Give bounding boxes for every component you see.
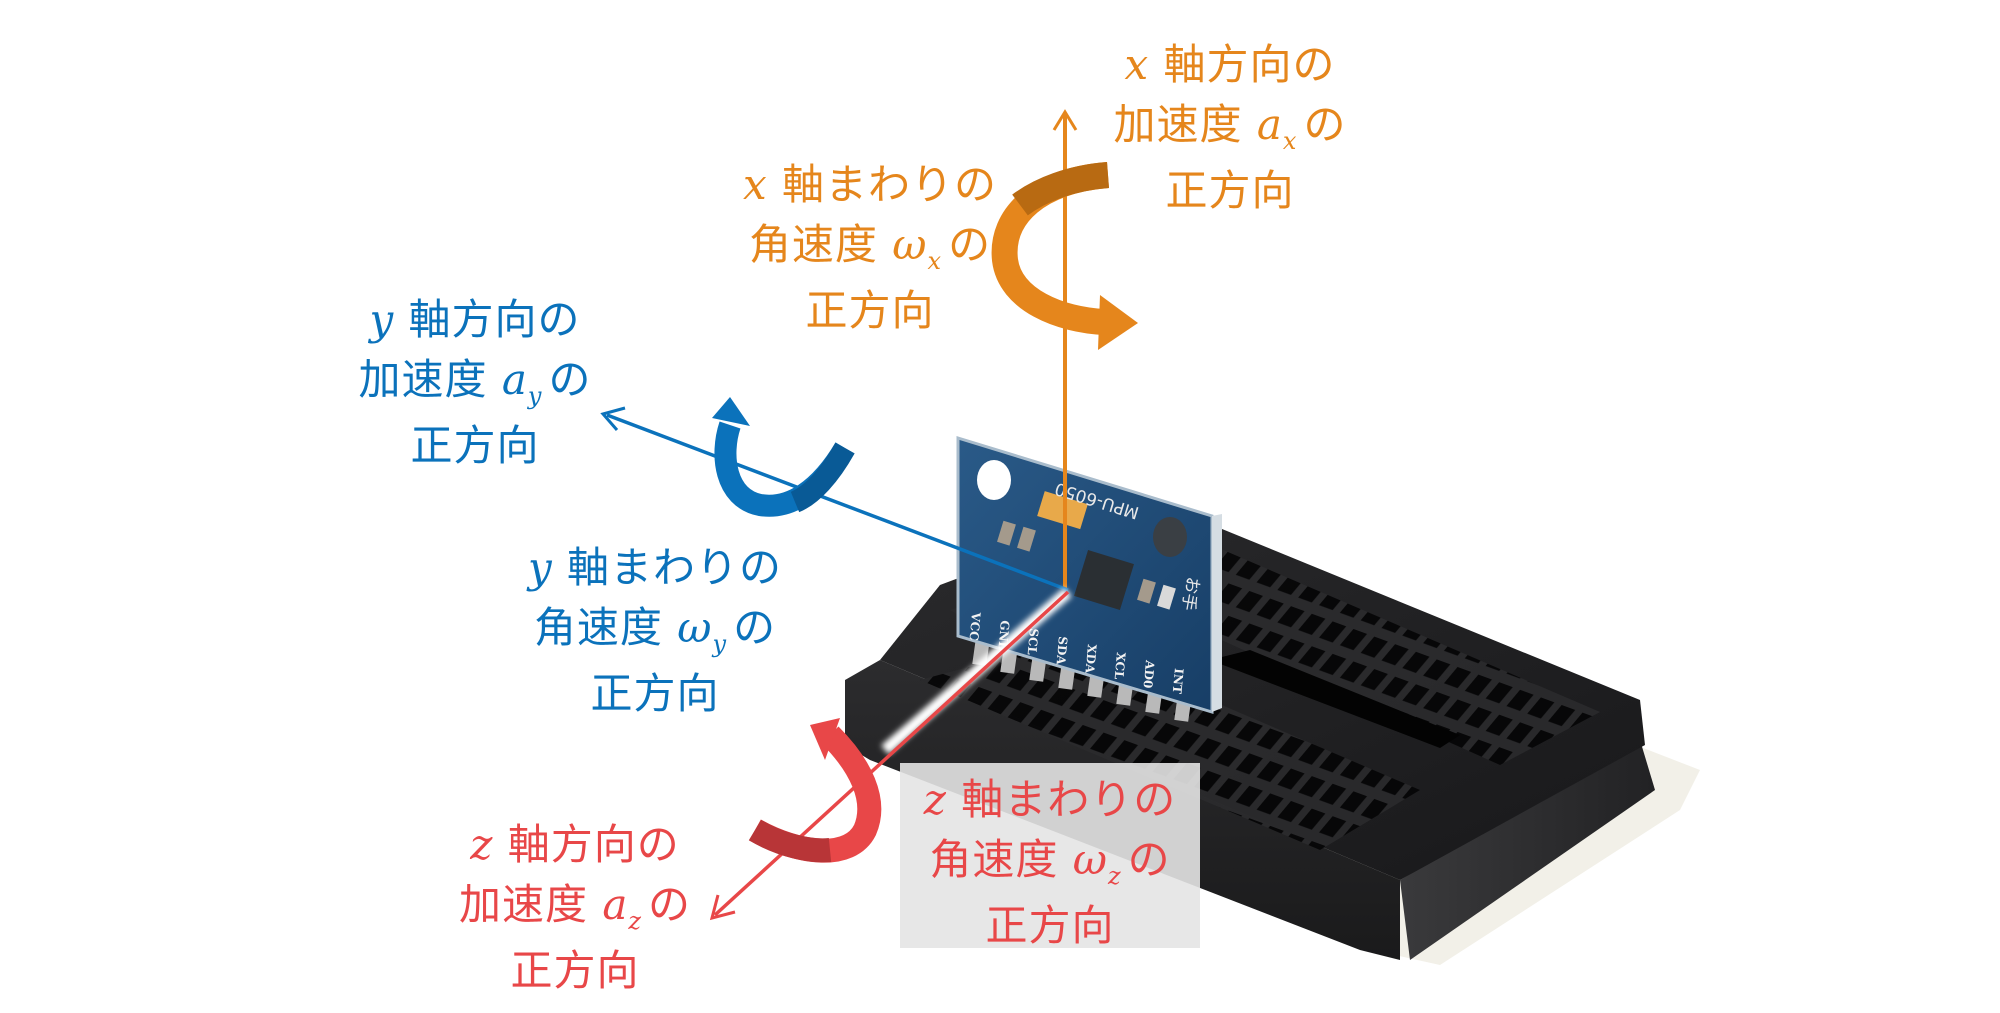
pcb-edge	[1212, 514, 1222, 712]
x-rotation-arrow-icon	[991, 162, 1138, 350]
label-text: 角速度	[748, 220, 878, 269]
breadboard-holes-upper	[1110, 540, 1600, 765]
label-text: 加速度	[1113, 100, 1243, 149]
z-gyro-label-background	[900, 763, 1200, 948]
pin-label-ad0: AD0	[1141, 659, 1157, 689]
label-text: 正方向	[590, 669, 720, 718]
var-symbol: ω	[892, 220, 928, 269]
label-text: 軸方向の	[1163, 40, 1336, 89]
label-text: 正方向	[985, 901, 1115, 950]
capacitor-orange	[1037, 491, 1088, 530]
label-text: の	[648, 880, 692, 929]
label-text: 軸まわりの	[567, 543, 783, 592]
x-symbol: x	[742, 160, 768, 209]
var-subscript: x	[927, 247, 943, 275]
z-rotation-arrow-icon	[748, 718, 882, 863]
var-subscript: z	[628, 907, 643, 935]
pin-label-scl: SCL	[1025, 628, 1041, 656]
z-symbol: z	[470, 820, 494, 869]
y-symbol: y	[527, 543, 553, 592]
var-symbol: ω	[677, 603, 713, 652]
label-text: の	[733, 603, 777, 652]
var-subscript: x	[1282, 127, 1298, 155]
label-text: の	[548, 355, 592, 404]
var-subscript: y	[712, 630, 728, 658]
label-text: の	[948, 220, 992, 269]
label-text: の	[1127, 835, 1171, 884]
label-text: 角速度	[929, 835, 1059, 884]
label-text: 角速度	[533, 603, 663, 652]
breadboard-holes-lower	[920, 640, 1420, 850]
pin-label-vcc: VCC	[967, 611, 984, 642]
pin-label-xcl: XCL	[1112, 652, 1128, 681]
label-text: の	[1303, 100, 1347, 149]
y-axis-arrowhead-icon	[600, 406, 626, 431]
label-text: 軸方向の	[408, 295, 581, 344]
smd-part	[997, 520, 1016, 546]
label-text: 正方向	[410, 421, 540, 470]
smd-part	[1017, 526, 1036, 552]
label-text: 正方向	[805, 286, 935, 335]
mounting-hole-right	[1153, 517, 1187, 557]
pin-label-int: INT	[1170, 668, 1186, 695]
z-axis-arrowhead-icon	[709, 894, 736, 921]
y-symbol: y	[369, 295, 395, 344]
pin-labels: VCC GND SCL SDA XDA XCL AD0 INT	[967, 611, 1186, 695]
z-axis	[709, 587, 1072, 921]
var-symbol: a	[602, 880, 629, 929]
var-subscript: z	[1107, 862, 1122, 890]
y-axis	[600, 406, 1069, 592]
y-rotation-arrow-icon	[712, 397, 855, 517]
smd-part	[1157, 584, 1176, 610]
y-axis-line	[606, 413, 1069, 592]
label-text: 正方向	[1165, 166, 1295, 215]
mpu6050-module: MPU-6050 お手 VCC GND SCL SDA XDA XCL AD0 …	[956, 435, 1222, 722]
var-symbol: ω	[1072, 835, 1108, 884]
breadboard-right-face	[1400, 740, 1655, 960]
var-symbol: a	[501, 355, 528, 404]
var-subscript: y	[527, 382, 543, 410]
z-axis-line	[713, 590, 1070, 917]
x-axis-arrowhead-icon	[1052, 109, 1078, 131]
pin-label-xda: XDA	[1082, 644, 1099, 675]
pin-label-sda: SDA	[1053, 636, 1069, 666]
label-text: 加速度	[358, 355, 488, 404]
label-text: 正方向	[510, 946, 640, 995]
smd-part	[1137, 578, 1156, 604]
x-symbol: x	[1124, 40, 1150, 89]
breadboard-center-channel	[1210, 650, 1460, 748]
ic-chip	[1074, 550, 1134, 610]
label-text: 軸まわりの	[782, 160, 998, 209]
z-symbol: z	[923, 775, 947, 824]
var-symbol: a	[1256, 100, 1283, 149]
label-text: 軸まわりの	[961, 775, 1177, 824]
mounting-hole-left	[977, 460, 1011, 500]
label-text: 加速度	[458, 880, 588, 929]
label-text: 軸方向の	[507, 820, 680, 869]
